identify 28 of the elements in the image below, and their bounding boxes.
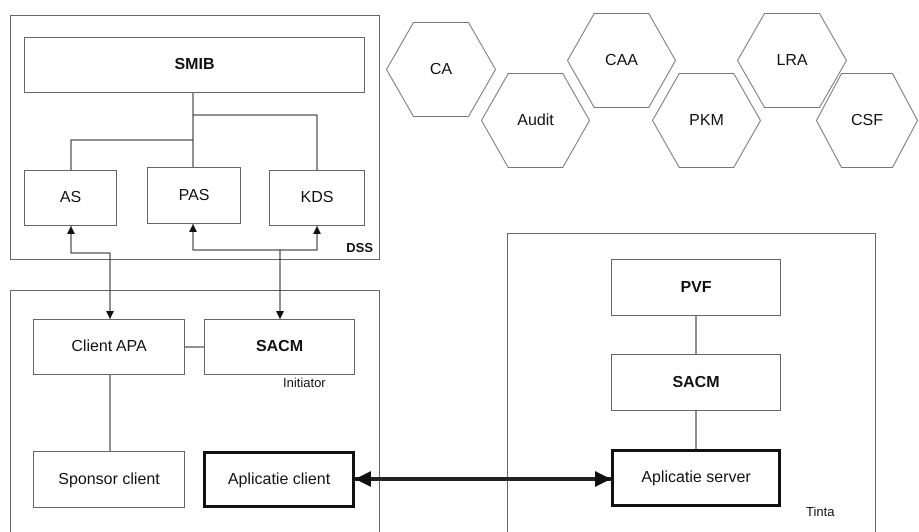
component-box: Aplicatie client xyxy=(203,451,355,508)
component-box: AS xyxy=(24,170,117,226)
component-box: PVF xyxy=(611,259,781,316)
component-box: SMIB xyxy=(24,37,365,93)
component-box: SACM xyxy=(611,354,781,411)
component-box: PAS xyxy=(147,167,241,224)
service-hexagon: CA xyxy=(386,22,496,117)
group-frame xyxy=(10,290,380,532)
connector-line xyxy=(192,92,318,170)
component-box: SACM xyxy=(204,319,355,375)
group-frame xyxy=(507,233,876,532)
component-box: Client APA xyxy=(33,319,185,375)
group-label: Initiator xyxy=(283,375,326,390)
service-hexagon: CAA xyxy=(567,13,676,108)
service-hexagon: Audit xyxy=(481,73,590,168)
group-label: Tinta xyxy=(806,504,834,519)
group-frame xyxy=(10,15,380,260)
arrow xyxy=(67,226,114,320)
group-label: DSS xyxy=(346,240,373,255)
service-hexagon: PKM xyxy=(652,73,761,168)
component-box: KDS xyxy=(269,170,365,226)
arrow xyxy=(355,471,611,487)
service-hexagon: LRA xyxy=(737,13,847,108)
arrow xyxy=(276,226,321,320)
connector-line xyxy=(184,346,204,348)
component-box: Aplicatie server xyxy=(611,449,781,507)
component-box: Sponsor client xyxy=(33,451,185,508)
service-hexagon: CSF xyxy=(816,73,918,168)
